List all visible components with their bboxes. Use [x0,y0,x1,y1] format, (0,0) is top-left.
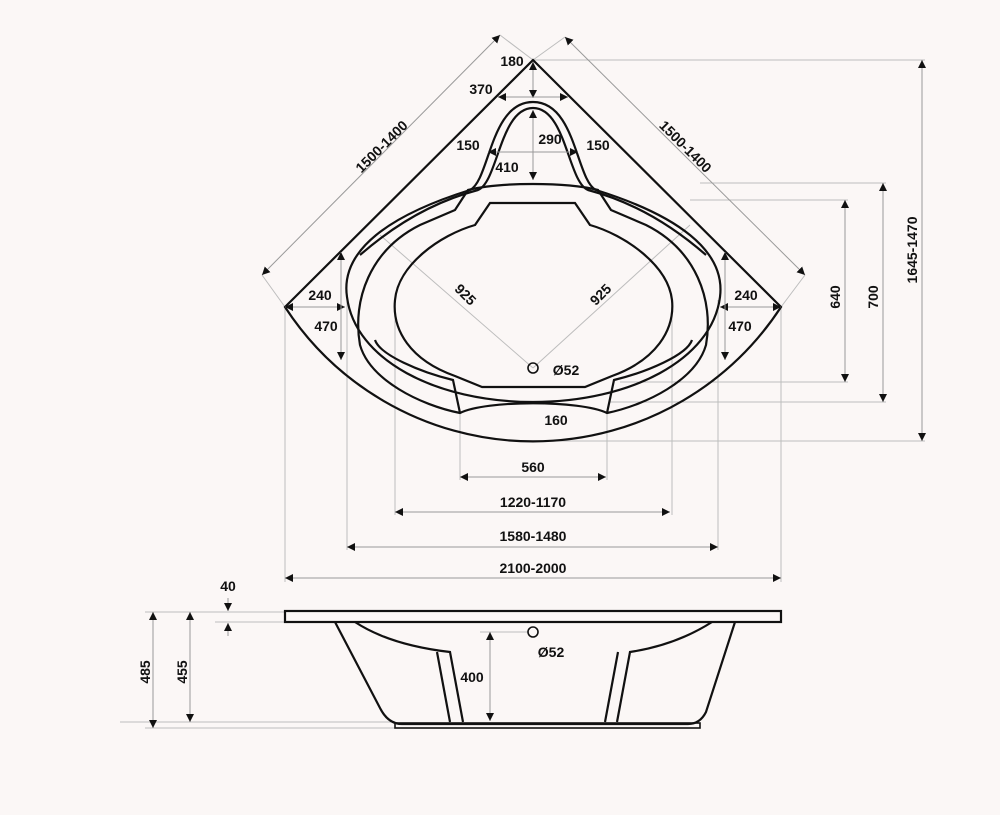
label-drain-top: Ø52 [553,362,580,378]
extension-lines [120,34,925,729]
tub-outer-outline [283,58,783,443]
label-640: 640 [827,285,843,309]
label-basin-width: 1220-1170 [500,494,566,510]
label-total-width: 2100-2000 [500,560,567,576]
label-height-total: 485 [137,660,153,684]
label-deck-thickness: 40 [220,578,236,594]
dimension-lines [149,34,926,728]
label-front-rim: 160 [544,412,568,428]
label-headrest-depth: 290 [538,131,562,147]
label-560: 560 [521,459,545,475]
label-rim-240-left: 240 [308,287,332,303]
label-rim-150-right: 150 [586,137,610,153]
label-height-body: 455 [174,660,190,684]
label-apex-offset: 180 [500,53,524,69]
label-inner-width: 1580-1480 [500,528,567,544]
base-plate [394,722,701,729]
side-view [283,609,783,729]
label-rim-240-right: 240 [734,287,758,303]
label-diag-right: 925 [587,280,615,308]
label-drain-height: 400 [460,669,484,685]
label-rim-470-left: 470 [314,318,338,334]
basin-inner [393,201,674,389]
label-side-right: 1500-1400 [656,117,715,176]
deck-rim [283,609,783,624]
label-depth-total: 1645-1470 [904,216,920,283]
tub-body-outline [334,621,737,726]
label-diag-left: 925 [452,281,480,309]
label-headrest-top: 370 [469,81,493,97]
label-700: 700 [865,285,881,309]
label-rim-150-left: 150 [456,137,480,153]
overflow-circle [527,626,539,638]
label-drain-side: Ø52 [538,644,565,660]
label-rim-470-right: 470 [728,318,752,334]
label-headrest-width: 410 [495,159,519,175]
drain-circle [527,362,539,374]
label-side-left: 1500-1400 [352,117,411,176]
